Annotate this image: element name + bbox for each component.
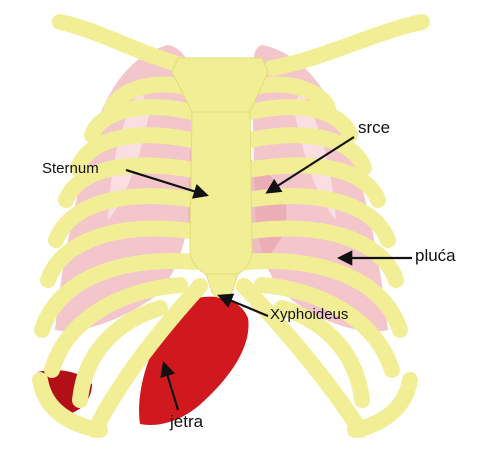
xiphoid-label: Xyphoideus [270,306,348,324]
liver-label: jetra [170,412,203,432]
clavicle-left [60,22,195,68]
sternum-label: Sternum [42,160,99,178]
sternum-body [190,112,252,278]
xiphoid-process [206,274,238,298]
heart-label: srce [358,118,390,138]
lungs-label: pluća [415,246,456,266]
clavicle-right [272,22,422,68]
